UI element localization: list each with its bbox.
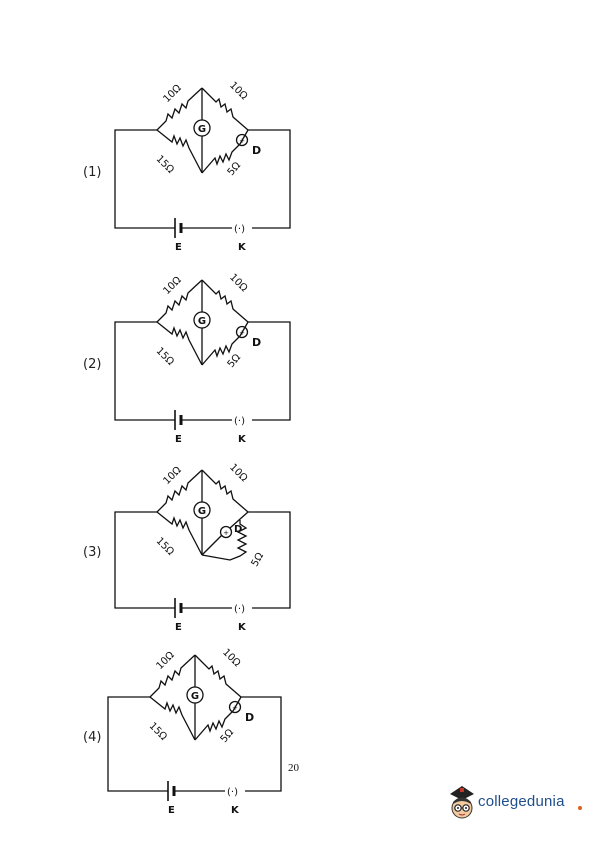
- key-symbol: (·): [227, 787, 238, 798]
- resistor-top-right-label: 10Ω: [227, 272, 249, 294]
- battery-label: E: [168, 805, 175, 816]
- option-label-2: (2): [83, 357, 102, 372]
- resistor-bottom-right-label: 5Ω: [250, 551, 267, 569]
- mascot-icon: [450, 786, 474, 819]
- logo-text: collegedunia: [478, 793, 565, 810]
- point-d-label: D: [252, 336, 261, 349]
- key-label: K: [238, 622, 247, 633]
- battery-label: E: [175, 622, 182, 633]
- battery-label: E: [175, 242, 182, 253]
- battery-label: E: [175, 434, 182, 445]
- svg-text:+: +: [223, 529, 229, 537]
- circuit-diagram-1: G + D 10Ω 10Ω 15Ω 5Ω E (·) K: [114, 80, 291, 253]
- circuit-diagram-3: G + D 10Ω 10Ω 15Ω 5Ω E (·) K: [114, 462, 291, 633]
- resistor-top-left-label: 10Ω: [162, 83, 184, 105]
- galvanometer-label: G: [198, 316, 206, 327]
- logo-dot: [578, 806, 582, 810]
- circuit-diagram-4: G + D 10Ω 10Ω 15Ω 5Ω E (·) K: [107, 647, 282, 816]
- resistor-bottom-right-label: 5Ω: [226, 352, 244, 370]
- point-d-label: D: [245, 711, 254, 724]
- option-label-4: (4): [83, 730, 102, 745]
- resistor-bottom-left-label: 15Ω: [154, 346, 176, 368]
- resistor-top-left-label: 10Ω: [155, 650, 177, 672]
- key-symbol: (·): [234, 604, 245, 615]
- point-d-label: D: [252, 144, 261, 157]
- resistor-top-right-label: 10Ω: [220, 647, 242, 669]
- key-label: K: [231, 805, 240, 816]
- page-number: 20: [288, 762, 299, 774]
- svg-text:+: +: [239, 329, 245, 337]
- resistor-top-left-label: 10Ω: [162, 275, 184, 297]
- resistor-top-right-label: 10Ω: [227, 80, 249, 102]
- circuit-diagram-2: G + D 10Ω 10Ω 15Ω 5Ω E (·) K: [114, 272, 291, 445]
- resistor-bottom-left-label: 15Ω: [154, 536, 176, 558]
- resistor-top-left-label: 10Ω: [162, 465, 184, 487]
- resistor-bottom-left-label: 15Ω: [154, 154, 176, 176]
- resistor-bottom-right-label: 5Ω: [219, 727, 237, 745]
- key-symbol: (·): [234, 416, 245, 427]
- collegedunia-logo: collegedunia: [446, 784, 586, 824]
- resistor-bottom-left-label: 15Ω: [147, 721, 169, 743]
- galvanometer-label: G: [191, 691, 199, 702]
- key-symbol: (·): [234, 224, 245, 235]
- resistor-top-right-label: 10Ω: [227, 462, 249, 484]
- option-label-3: (3): [83, 545, 102, 560]
- galvanometer-label: G: [198, 506, 206, 517]
- key-label: K: [238, 242, 247, 253]
- resistor-bottom-right-label: 5Ω: [226, 160, 244, 178]
- svg-text:+: +: [232, 704, 238, 712]
- svg-text:+: +: [239, 137, 245, 145]
- point-d-label: D: [234, 524, 242, 535]
- option-label-1: (1): [83, 165, 102, 180]
- key-label: K: [238, 434, 247, 445]
- galvanometer-label: G: [198, 124, 206, 135]
